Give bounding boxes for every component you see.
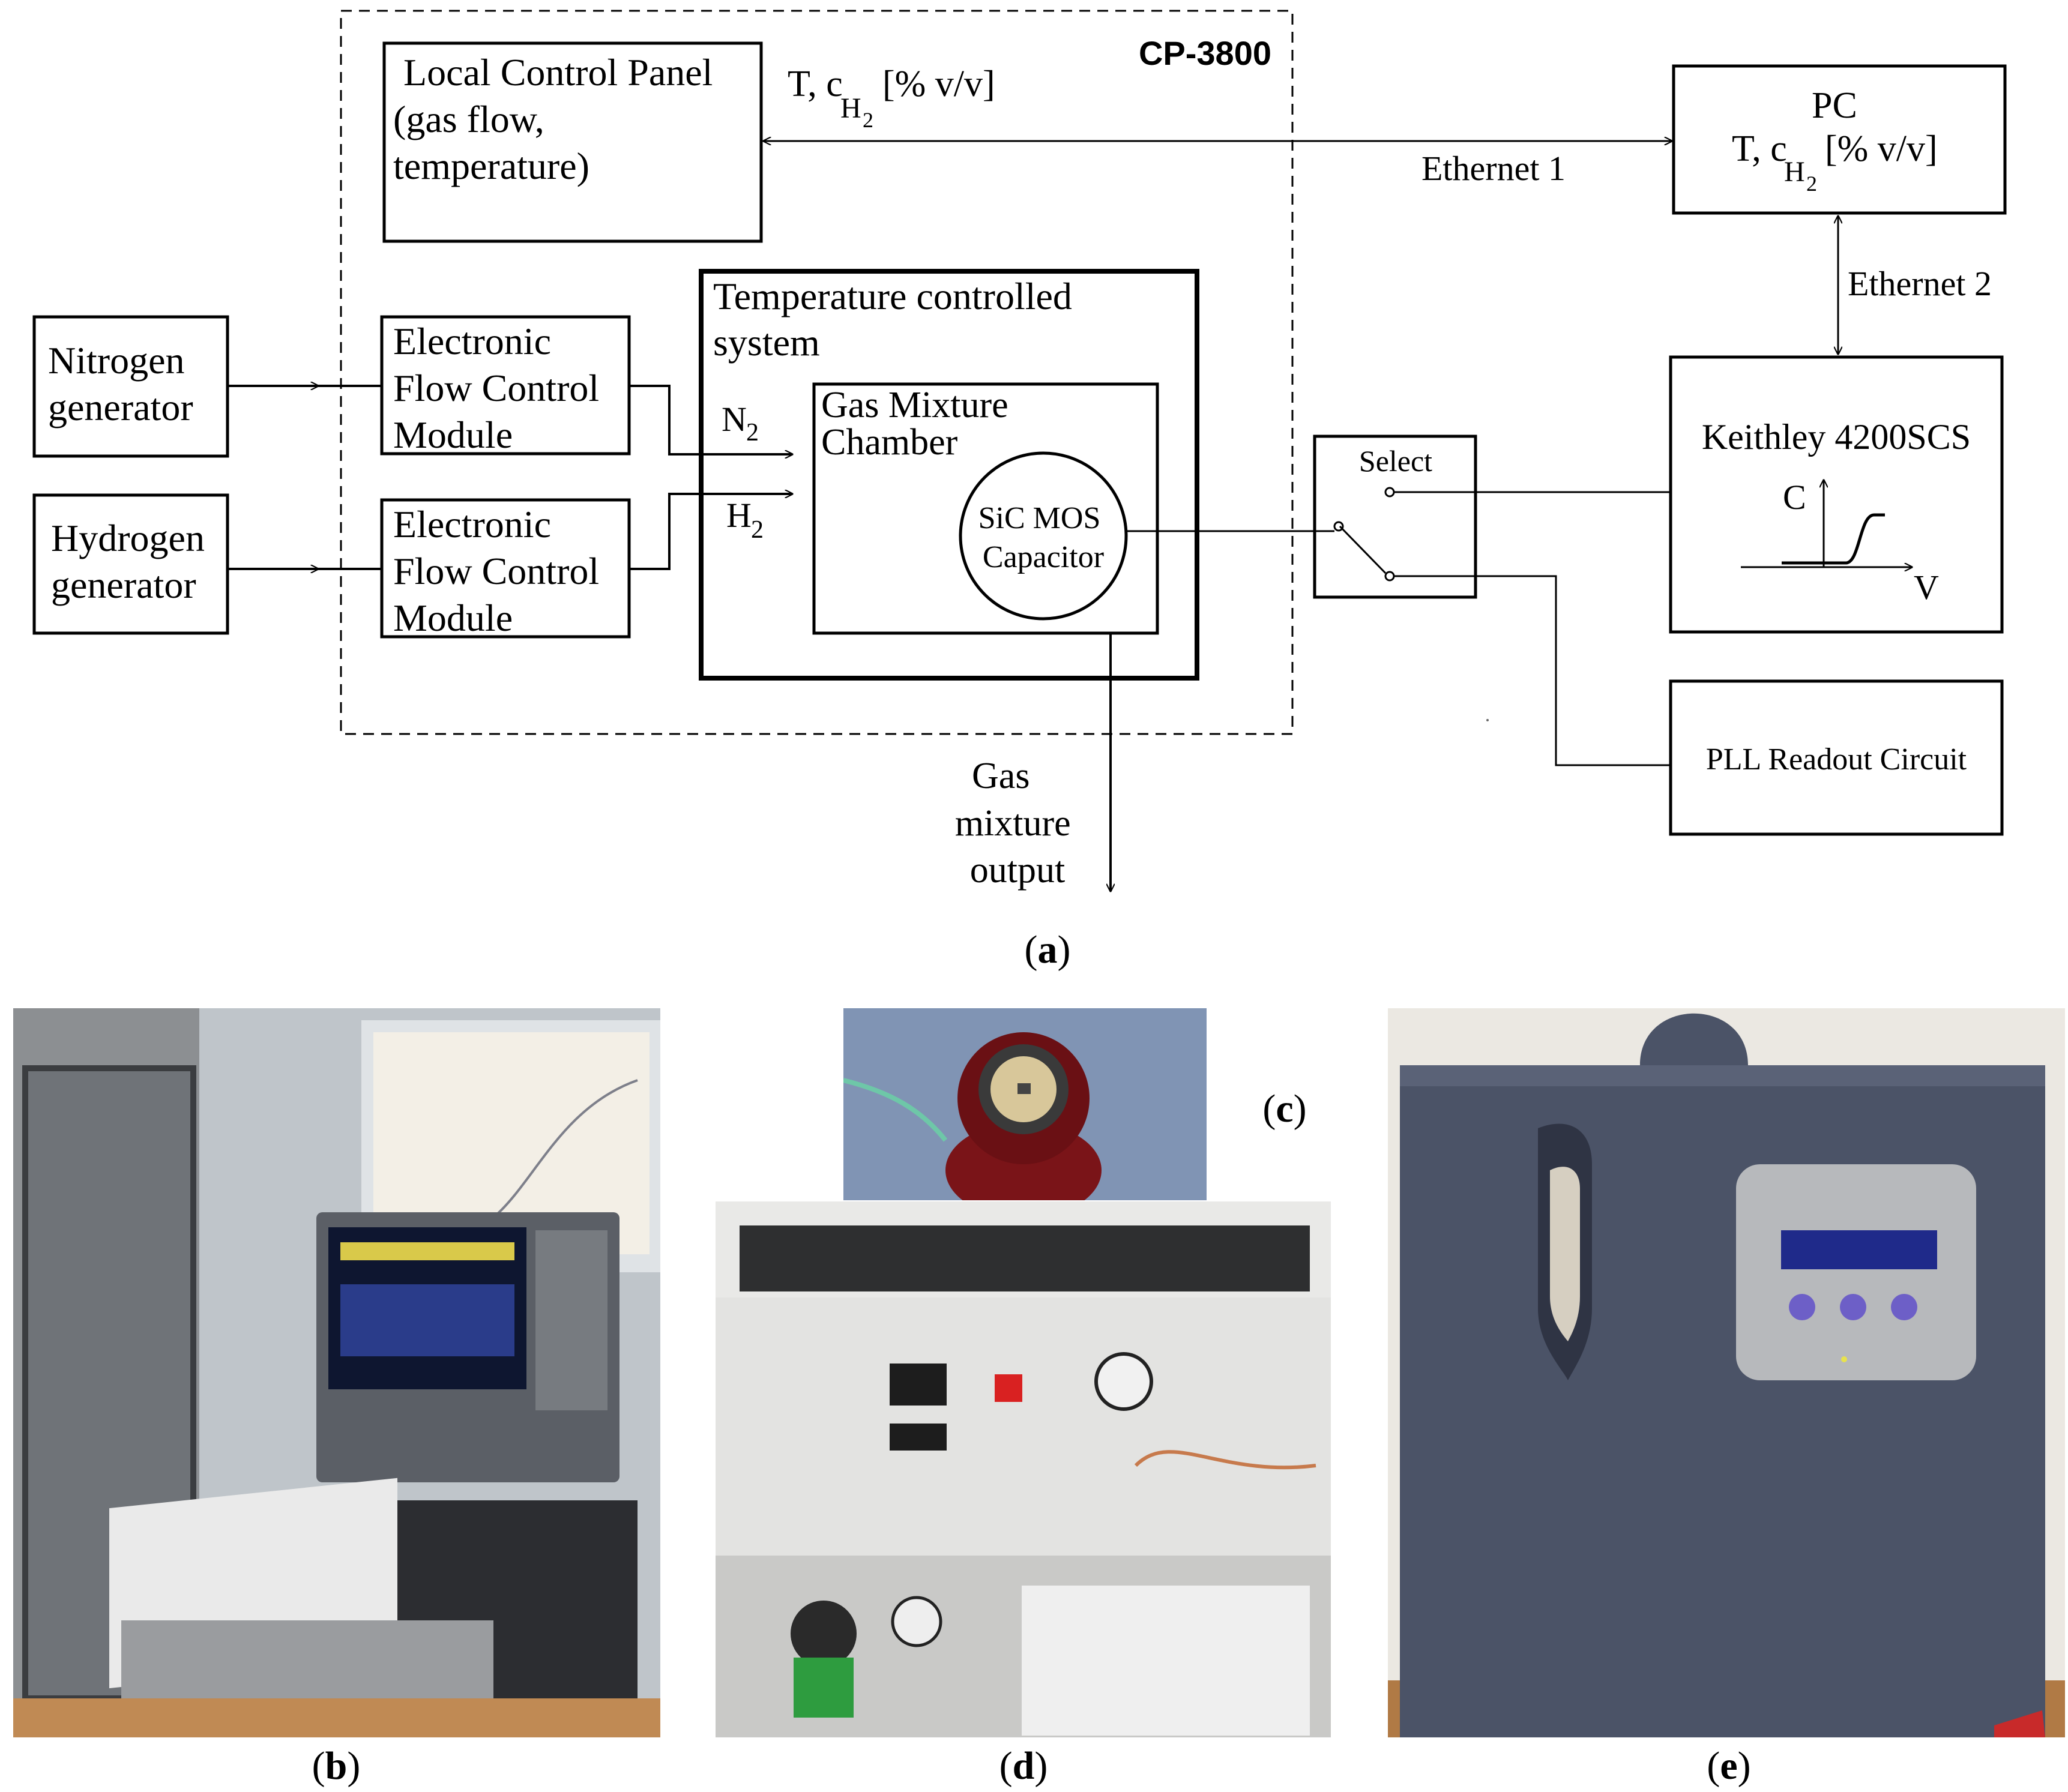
photo-gas-generator — [1388, 1008, 2065, 1737]
keithley-box — [1669, 355, 2004, 634]
pll-readout-label: PLL Readout Circuit — [1706, 742, 1967, 777]
stray-dot — [1486, 719, 1489, 721]
sic-mos-capacitor-circle — [959, 451, 1128, 621]
gas-mixture-chamber-label: Gas Mixture Chamber — [821, 385, 1017, 463]
nitrogen-generator-label: Nitrogen generator — [48, 339, 194, 428]
gas-mixture-chamber-box — [812, 382, 1159, 635]
n2-line-to-chamber — [629, 385, 792, 454]
h2-label: H 2 — [726, 496, 764, 544]
ethernet2-label: Ethernet 2 — [1848, 264, 1992, 303]
pll-readout-box — [1669, 679, 2004, 836]
h2-line-to-chamber — [629, 494, 792, 570]
cv-curve-icon — [1741, 480, 1912, 567]
photo-sensor-holder — [843, 1008, 1207, 1200]
local-control-panel-label: Local Control Panel (gas flow, temperatu… — [393, 51, 722, 187]
cv-axis-c: C — [1783, 478, 1806, 517]
hydrogen-generator-box — [32, 493, 229, 635]
cp3800-enclosure — [340, 10, 1294, 735]
switch-contacts — [1333, 487, 1395, 582]
block-diagram: CP-3800 Local Control Panel (gas flow, t… — [32, 10, 2007, 984]
ethernet1-label: Ethernet 1 — [1421, 149, 1566, 188]
caption-e: (e) — [1707, 1744, 1751, 1788]
select-to-pll-wire — [1394, 575, 1671, 766]
caption-d: (d) — [999, 1744, 1048, 1788]
cv-axis-v: V — [1914, 568, 1939, 607]
temperature-controlled-system-label: Temperature controlled system — [713, 275, 1082, 364]
caption-c: (c) — [1262, 1087, 1307, 1131]
keithley-label: Keithley 4200SCS — [1702, 417, 1971, 457]
flow-control-module-n2-label: Electronic Flow Control Module — [393, 320, 609, 456]
pc-box — [1672, 64, 2007, 215]
gas-output-label: Gas mixture output — [955, 756, 1080, 891]
cp3800-label: CP-3800 — [1139, 34, 1271, 72]
n2-label: N 2 — [722, 400, 759, 446]
caption-b: (b) — [312, 1744, 361, 1788]
sic-mos-capacitor-label: SiC MOS Capacitor — [978, 501, 1109, 574]
photo-lab-setup — [13, 1008, 660, 1737]
tc-readout-label: T, c H 2 [% v/v] — [788, 64, 995, 136]
select-label: Select — [1359, 444, 1432, 478]
temperature-controlled-system-box — [699, 269, 1199, 681]
local-control-panel-box — [382, 41, 763, 243]
flow-control-module-h2-label: Electronic Flow Control Module — [393, 503, 609, 639]
caption-a: (a) — [1024, 928, 1071, 972]
pc-tc-label: T, c H 2 [% v/v] — [1732, 128, 1938, 199]
pc-label: PC — [1812, 85, 1857, 126]
select-switch-box — [1313, 434, 1477, 599]
hydrogen-generator-label: Hydrogen generator — [51, 517, 214, 606]
photo-cp3800-panel — [716, 1201, 1331, 1737]
